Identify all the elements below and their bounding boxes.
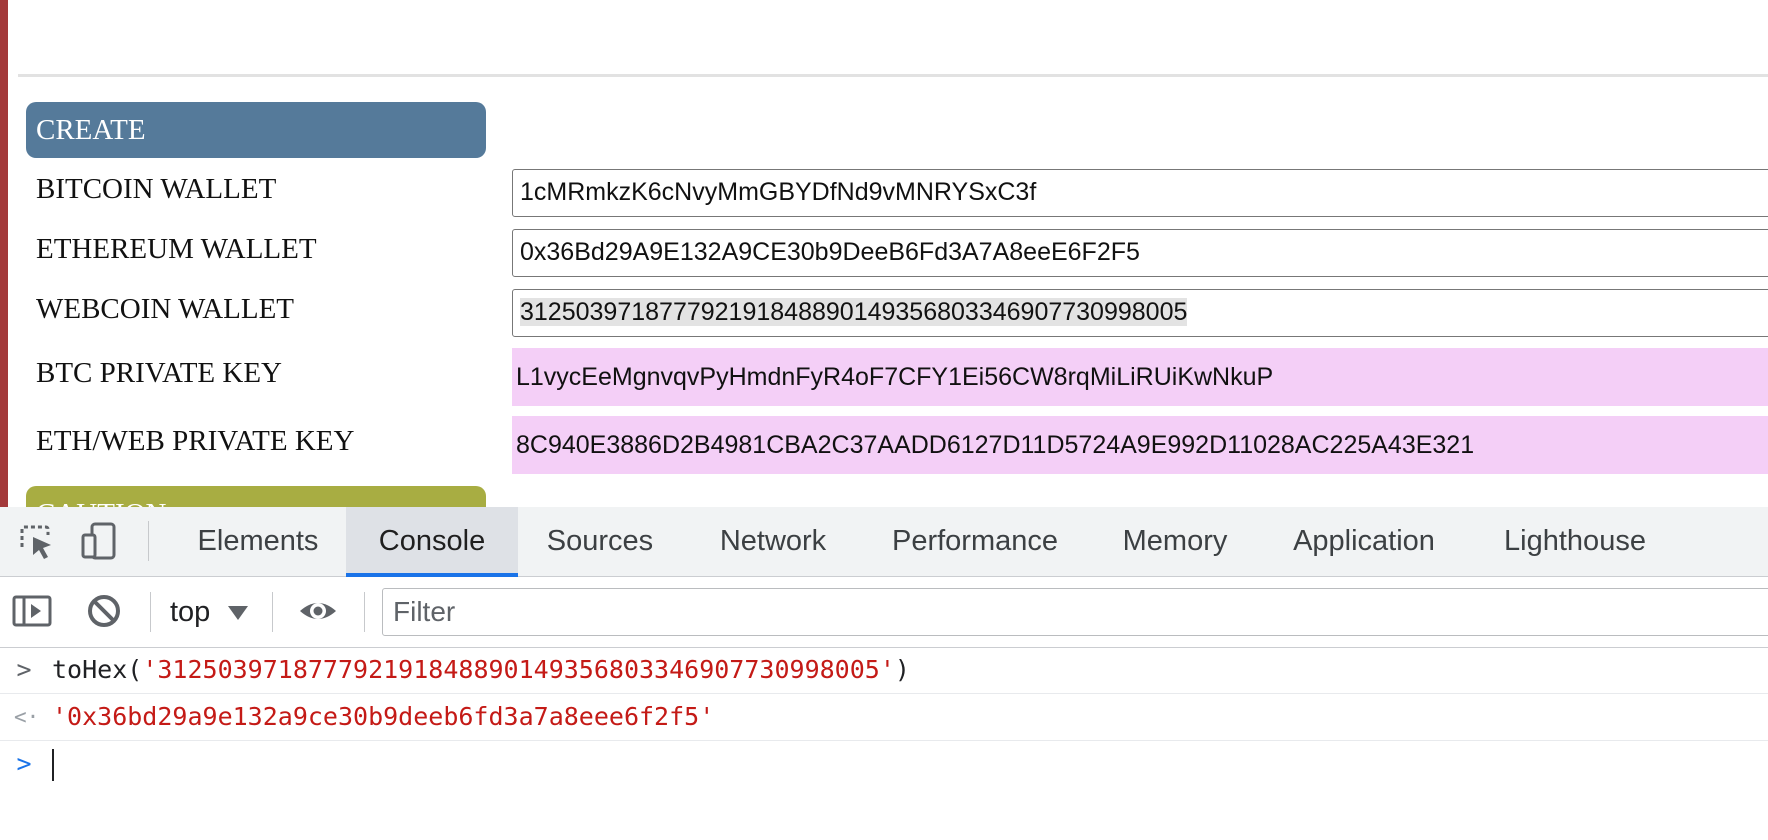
eth-web-private-key-field[interactable]: 8C940E3886D2B4981CBA2C37AADD6127D11D5724… [512,416,1768,474]
toolbar-separator [150,592,151,632]
devtools-panel: Elements Console Sources Network Perform… [0,507,1768,840]
console-command: toHex('312503971877792191848890149356803… [52,655,910,684]
webcoin-wallet-field[interactable]: 3125039718777921918488901493568033469077… [512,289,1768,337]
create-header: CREATE [26,102,486,158]
clear-console-icon[interactable] [84,591,124,631]
eth-web-private-key-label: ETH/WEB PRIVATE KEY [36,425,355,457]
ethereum-wallet-field[interactable]: 0x36Bd29A9E132A9CE30b9DeeB6Fd3A7A8eeE6F2… [512,229,1768,277]
tab-console[interactable]: Console [346,507,518,577]
btc-private-key-label: BTC PRIVATE KEY [36,357,282,389]
inspect-element-icon[interactable] [16,521,56,561]
sidebar-toggle-icon[interactable] [12,591,52,631]
toolbar-separator [148,521,149,561]
console-result: '0x36bd29a9e132a9ce30b9deeb6fd3a7a8eee6f… [52,702,715,731]
devtools-tab-bar: Elements Console Sources Network Perform… [0,507,1768,577]
device-toolbar-icon[interactable] [80,521,120,561]
webcoin-wallet-label: WEBCOIN WALLET [36,293,294,325]
toolbar-separator [272,592,273,632]
console-toolbar: top [0,577,1768,648]
tab-performance[interactable]: Performance [891,525,1058,557]
chevron-right-icon: > [16,749,32,778]
tab-sources[interactable]: Sources [546,525,654,557]
toolbar-separator [364,592,365,632]
filter-input[interactable] [382,588,1768,636]
bitcoin-wallet-label: BITCOIN WALLET [36,173,277,205]
accent-bar [0,0,8,507]
console-output-line: <· '0x36bd29a9e132a9ce30b9deeb6fd3a7a8ee… [0,694,1768,741]
chevron-right-icon: > [16,655,32,684]
return-arrow-icon: <· [14,705,40,729]
bitcoin-wallet-field[interactable]: 1cMRmkzK6cNvyMmGBYDfNd9vMNRYSxC3f [512,169,1768,217]
tab-elements[interactable]: Elements [197,525,319,557]
selected-text: 3125039718777921918488901493568033469077… [520,298,1188,326]
btc-private-key-field[interactable]: L1vycEeMgnvqvPyHmdnFyR4oF7CFY1Ei56CW8rqM… [512,348,1768,406]
console-prompt[interactable]: > [0,741,1768,787]
tab-network[interactable]: Network [719,525,827,557]
eye-icon[interactable] [298,591,338,631]
tab-application[interactable]: Application [1293,525,1435,557]
caution-header: CAUTION [26,486,486,507]
ethereum-wallet-label: ETHEREUM WALLET [36,233,317,265]
tab-lighthouse[interactable]: Lighthouse [1504,525,1646,557]
tab-memory[interactable]: Memory [1122,525,1228,557]
divider [18,74,1768,77]
text-cursor [52,749,54,781]
chevron-down-icon[interactable] [228,606,248,620]
web-page: CREATE BITCOIN WALLET 1cMRmkzK6cNvyMmGBY… [0,0,1768,507]
context-select[interactable]: top [170,596,211,628]
console-input-line: > toHex('3125039718777921918488901493568… [0,647,1768,694]
